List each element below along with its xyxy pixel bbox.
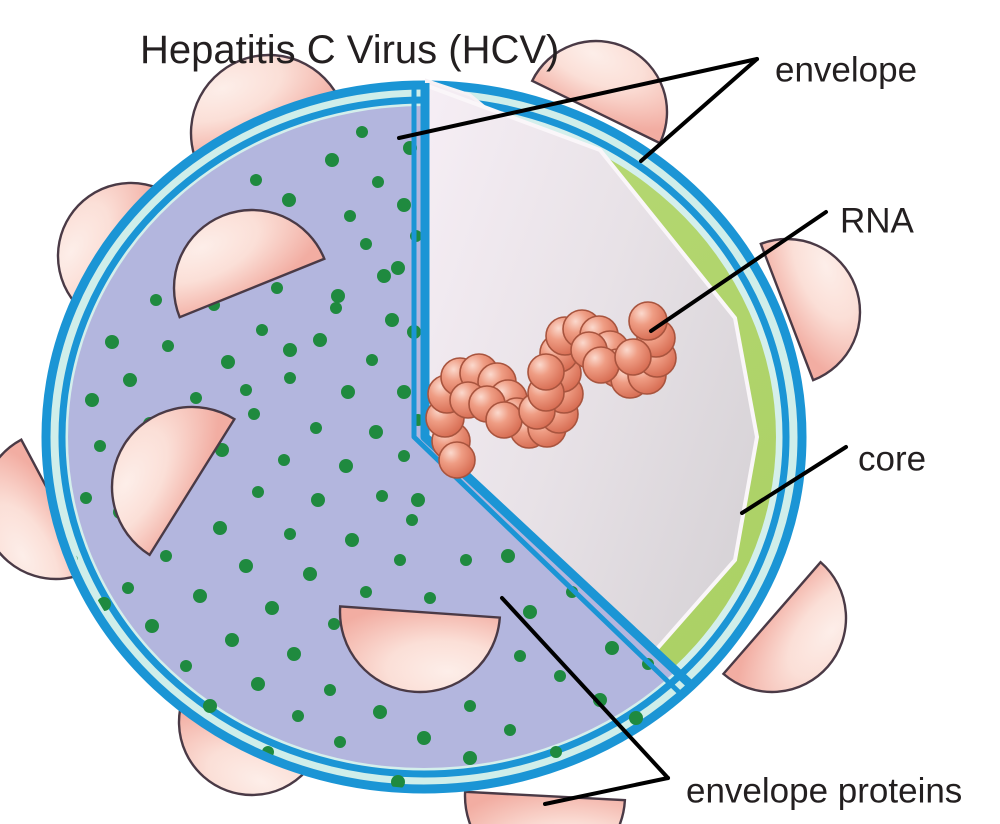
- label-envelope-proteins: envelope proteins: [686, 771, 962, 810]
- label-envelope: envelope: [775, 50, 917, 89]
- label-rna: RNA: [840, 201, 915, 240]
- envelope-protein-spike: [338, 605, 502, 694]
- cutaway-edges: [411, 83, 696, 699]
- cutaway-edge-inner: [411, 88, 686, 699]
- envelope-protein-spike: [463, 790, 627, 824]
- page-title: Hepatitis C Virus (HCV): [140, 28, 559, 72]
- leader-line-envelope-a: [397, 57, 759, 140]
- callout-leader-lines: [397, 57, 848, 806]
- envelope-protein-spike: [721, 560, 848, 694]
- label-core: core: [858, 439, 926, 478]
- envelope-protein-group-inner: [110, 208, 502, 694]
- rna-strand: [425, 301, 677, 479]
- envelope-protein-spike: [759, 237, 862, 382]
- leader-line-rna: [649, 210, 828, 333]
- envelope-protein-spike: [110, 405, 237, 557]
- leader-line-envelope-proteins-b: [543, 776, 670, 806]
- envelope-protein-spike: [172, 208, 326, 319]
- cutaway-edge-line: [420, 83, 696, 690]
- leader-line-core: [740, 445, 848, 515]
- leader-line-envelope-proteins-a: [500, 596, 670, 780]
- leader-line-envelope-b: [639, 57, 759, 163]
